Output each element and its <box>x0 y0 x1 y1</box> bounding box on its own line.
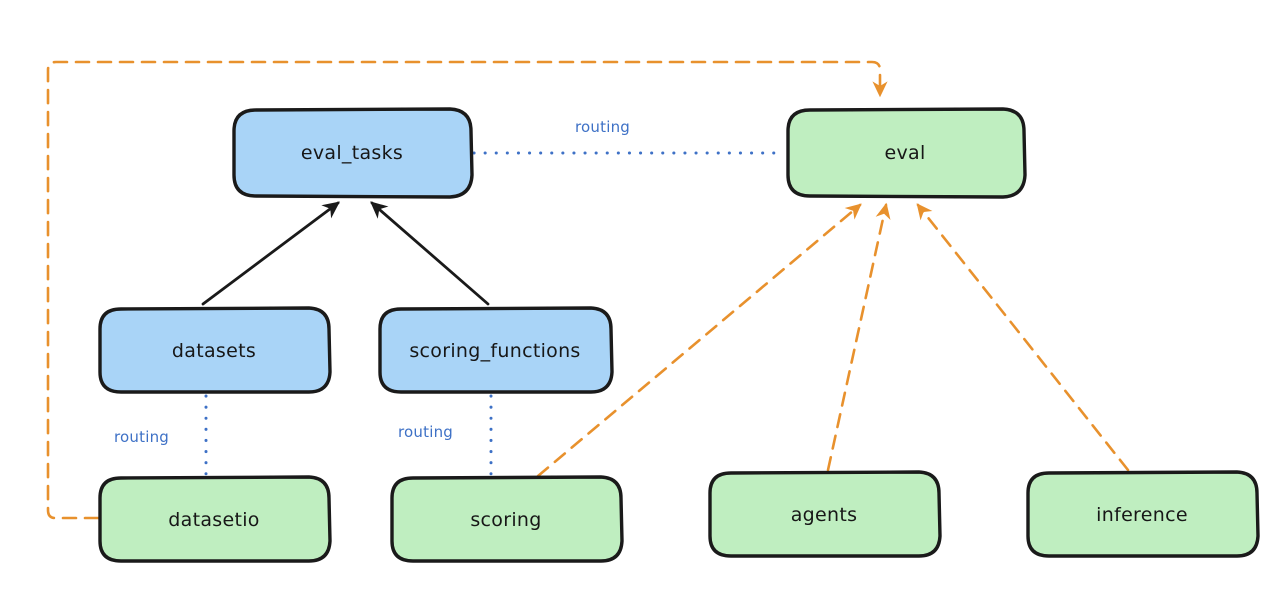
node-datasetio[interactable] <box>98 475 332 563</box>
node-eval_tasks[interactable] <box>232 107 474 199</box>
edge-agents-eval <box>826 202 891 472</box>
edge-datasetio-eval <box>46 60 888 520</box>
edge-inference-eval <box>916 203 1130 472</box>
node-scoring[interactable] <box>390 475 624 563</box>
node-scoring_functions[interactable] <box>378 306 614 394</box>
edge-scoring_functions-eval_tasks <box>370 201 490 306</box>
node-inference[interactable] <box>1026 470 1260 558</box>
node-agents[interactable] <box>708 470 942 558</box>
node-datasets[interactable] <box>98 306 332 394</box>
edge-datasets-eval_tasks <box>201 201 340 306</box>
edge-scoring-eval <box>536 203 862 478</box>
node-eval[interactable] <box>786 107 1027 199</box>
